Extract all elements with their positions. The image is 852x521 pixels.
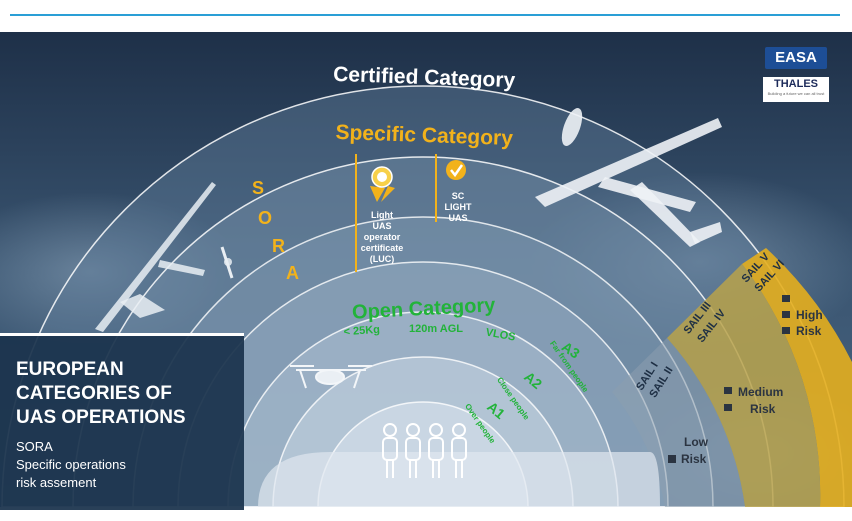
luc-line: Light bbox=[371, 210, 393, 220]
high-risk-label: High bbox=[796, 308, 823, 322]
medium-risk-label: Medium bbox=[738, 385, 783, 399]
diagram-panel: Certified Category Specific Category S O… bbox=[0, 32, 852, 507]
easa-logo: EASA bbox=[765, 47, 827, 69]
top-divider-line bbox=[10, 14, 840, 16]
title-line: CATEGORIES OF bbox=[16, 383, 172, 404]
sora-letter: S bbox=[252, 178, 264, 198]
high-risk-label: Risk bbox=[796, 324, 822, 338]
luc-line: operator bbox=[364, 232, 401, 242]
cloud-shape bbox=[0, 192, 240, 352]
title-line: EUROPEAN bbox=[16, 359, 124, 380]
open-vlos-label: VLOS bbox=[485, 327, 517, 344]
sc-line: LIGHT bbox=[445, 202, 472, 212]
sora-letter: A bbox=[286, 263, 299, 283]
sc-line: UAS bbox=[448, 213, 467, 223]
open-height-limit: 120m AGL bbox=[409, 323, 463, 335]
sora-letter: R bbox=[272, 236, 285, 256]
people-icon bbox=[382, 423, 467, 478]
open-weight-limit: < 25Kg bbox=[343, 324, 380, 339]
subtitle-line: Specific operations bbox=[16, 457, 126, 472]
quadcopter-icon bbox=[290, 365, 372, 389]
low-risk-band bbox=[612, 338, 745, 507]
low-risk-label: Low bbox=[684, 435, 709, 449]
low-risk-bar-icon bbox=[668, 455, 676, 463]
high-risk-band bbox=[742, 248, 852, 507]
glider-icon bbox=[95, 182, 234, 332]
title-line: UAS OPERATIONS bbox=[16, 407, 186, 428]
thales-tagline: Building a future we can all trust bbox=[767, 91, 825, 96]
medium-risk-label: Risk bbox=[750, 402, 776, 416]
certificate-medal-icon bbox=[370, 166, 395, 202]
medium-risk-band bbox=[667, 264, 821, 507]
medium-risk-bar-icon bbox=[724, 387, 732, 411]
low-risk-label: Risk bbox=[681, 452, 707, 466]
subtitle-line: risk assement bbox=[16, 475, 97, 490]
thales-logo: THALES Building a future we can all trus… bbox=[763, 77, 829, 102]
ground-area bbox=[258, 452, 660, 507]
subtitle-line: SORA bbox=[16, 439, 53, 454]
thales-logo-text: THALES bbox=[774, 78, 818, 90]
title-subtitle: SORA Specific operations risk assement bbox=[16, 438, 236, 492]
luc-line: UAS bbox=[372, 221, 391, 231]
sc-line: SC bbox=[452, 191, 465, 201]
easa-logo-text: EASA bbox=[775, 49, 817, 66]
high-risk-bar-icon bbox=[782, 295, 790, 334]
luc-line: (LUC) bbox=[370, 254, 395, 264]
sora-letter: O bbox=[258, 208, 272, 228]
categories-diagram: Certified Category Specific Category S O… bbox=[0, 32, 852, 507]
luc-line: certificate bbox=[361, 243, 404, 253]
fixed-wing-drone-icon bbox=[535, 108, 722, 247]
checkmark-badge-icon bbox=[446, 160, 466, 180]
title-box: EUROPEAN CATEGORIES OF UAS OPERATIONS SO… bbox=[0, 333, 244, 510]
title-heading: EUROPEAN CATEGORIES OF UAS OPERATIONS bbox=[16, 358, 236, 430]
